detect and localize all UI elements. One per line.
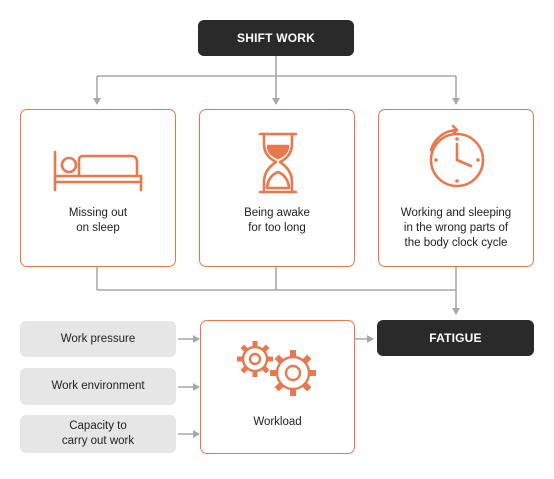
factor-label: Work environment <box>51 380 145 392</box>
shift-work-label: SHIFT WORK <box>237 31 315 45</box>
fatigue-box: FATIGUE <box>377 320 534 356</box>
factor-label: Capacity to carry out work <box>61 420 135 447</box>
fatigue-label: FATIGUE <box>429 331 482 345</box>
factor-box-work-pressure: Work pressure <box>20 321 176 357</box>
bed-icon <box>53 150 143 192</box>
factor-box-capacity: Capacity to carry out work <box>20 415 176 453</box>
cause-label: Working and sleeping in the wrong parts … <box>400 207 512 249</box>
cause-card-awake-too-long: Being awake for too long <box>199 109 355 267</box>
factor-box-work-environment: Work environment <box>20 368 176 405</box>
clock-icon <box>429 124 485 188</box>
cause-card-missing-sleep: Missing out on sleep <box>20 109 176 267</box>
workload-label: Workload <box>253 416 302 428</box>
cause-card-body-clock: Working and sleeping in the wrong parts … <box>378 109 534 267</box>
shift-work-box: SHIFT WORK <box>198 20 354 56</box>
hourglass-icon <box>258 132 298 194</box>
cause-label: Being awake for too long <box>244 207 310 234</box>
cause-label: Missing out on sleep <box>68 207 128 234</box>
gears-icon <box>237 341 316 396</box>
factor-label: Work pressure <box>60 332 136 345</box>
workload-card: Workload <box>200 320 355 454</box>
